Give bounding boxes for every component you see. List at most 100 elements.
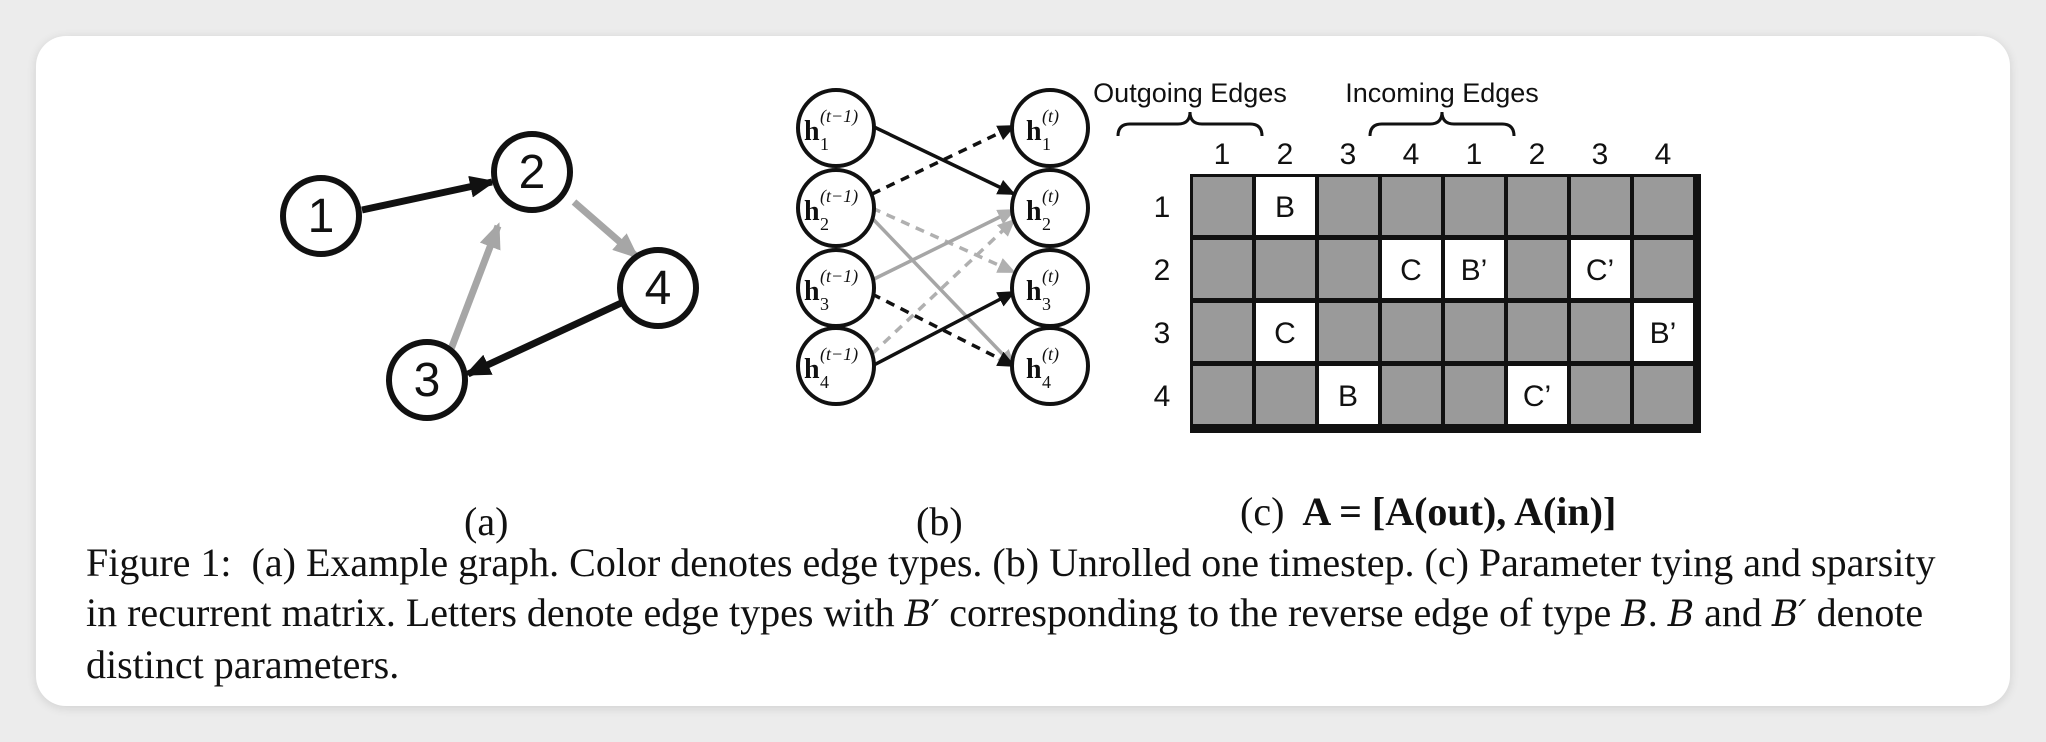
b-edge-3-2: [871, 208, 1016, 282]
svg-text:(t−1): (t−1): [820, 106, 858, 127]
svg-text:h: h: [804, 276, 820, 307]
node-1: 1: [280, 175, 362, 257]
svg-text:2: 2: [519, 146, 546, 199]
caption-figure-label: Figure 1:: [86, 540, 232, 585]
panel-a-graph: 1 2 3 4: [280, 131, 699, 421]
b-edge-3-4: [871, 292, 1016, 368]
matrix-cell: [1634, 366, 1693, 424]
node-h4-prev: h 4 (t−1): [796, 326, 876, 406]
svg-text:(t−1): (t−1): [820, 266, 858, 287]
caption-sym-bprime-2: B′: [1771, 594, 1807, 635]
svg-text:(t−1): (t−1): [820, 344, 858, 365]
svg-text:1: 1: [1042, 134, 1051, 154]
matrix-cell: [1382, 303, 1441, 361]
svg-text:(t): (t): [1042, 344, 1059, 365]
svg-text:2: 2: [820, 214, 829, 234]
matrix-cell-label: B: [1275, 191, 1295, 224]
node-h1-curr: h 1 (t): [1010, 88, 1090, 168]
edge-2-to-4: [571, 199, 640, 259]
panel-c-formula: A = [A(out), A(in)]: [1302, 489, 1617, 534]
matrix-cell: [1382, 366, 1441, 424]
matrix-cell: [1508, 177, 1567, 235]
caption-sym-b-1: B: [1621, 594, 1648, 635]
matrix-cell: [1508, 240, 1567, 298]
matrix-cell: [1319, 240, 1378, 298]
caption-text: Figure 1: (a) Example graph. Color denot…: [86, 538, 1966, 690]
caption-part3: .: [1647, 590, 1658, 635]
matrix-cell: [1382, 177, 1441, 235]
matrix-cell: [1571, 366, 1630, 424]
node-h2-curr: h 2 (t): [1010, 168, 1090, 248]
caption-part4: and: [1704, 590, 1762, 635]
matrix-cell: [1445, 240, 1504, 298]
matrix-cell: [1319, 366, 1378, 424]
svg-text:3: 3: [414, 354, 441, 407]
matrix-cell: [1634, 240, 1693, 298]
svg-text:2: 2: [1042, 214, 1051, 234]
svg-text:h: h: [1026, 116, 1042, 147]
matrix-cell: [1508, 366, 1567, 424]
svg-text:4: 4: [820, 372, 829, 392]
panel-c-label-prefix: (c): [1240, 489, 1285, 534]
column-label: 3: [1340, 138, 1357, 171]
panel-a-label: (a): [464, 499, 509, 544]
node-h4-curr: h 4 (t): [1010, 326, 1090, 406]
edge-1-to-2: [361, 175, 496, 214]
panel-c-label: (c) A = [A(out), A(in)]: [1240, 488, 1616, 535]
b-edge-1-2: [871, 124, 1016, 196]
column-label: 2: [1277, 138, 1294, 171]
matrix-cell: [1319, 177, 1378, 235]
node-2: 2: [491, 131, 573, 213]
column-label: 4: [1403, 138, 1420, 171]
node-h3-prev: h 3 (t−1): [796, 248, 876, 328]
caption-sym-bprime-1: B′: [904, 594, 940, 635]
node-h2-prev: h 2 (t−1): [796, 168, 876, 248]
svg-text:(t): (t): [1042, 186, 1059, 207]
matrix-cell: [1571, 303, 1630, 361]
svg-text:1: 1: [308, 190, 335, 243]
column-label: 3: [1592, 138, 1609, 171]
row-label: 4: [1154, 380, 1171, 413]
node-4: 4: [617, 247, 699, 329]
node-h1-prev: h 1 (t−1): [796, 88, 876, 168]
matrix-cell: [1382, 240, 1441, 298]
figure-canvas: 1 2 3 4: [280, 78, 1701, 433]
matrix-cell-label: B: [1338, 380, 1358, 413]
figure-card: 1 2 3 4: [36, 36, 2010, 706]
matrix-cell: [1193, 366, 1252, 424]
matrix-cell: [1256, 240, 1315, 298]
b-edge-2-3: [871, 206, 1016, 274]
row-label: 1: [1154, 191, 1171, 224]
matrix-cell: [1571, 240, 1630, 298]
svg-text:3: 3: [820, 294, 829, 314]
column-label: 1: [1466, 138, 1483, 171]
caption-part1: (a) Example graph. Color denotes edge ty…: [86, 540, 1936, 635]
b-edge-2-1: [871, 124, 1016, 196]
svg-text:4: 4: [645, 262, 672, 315]
svg-text:3: 3: [1042, 294, 1051, 314]
svg-text:(t): (t): [1042, 106, 1059, 127]
edge-4-to-3: [464, 294, 634, 378]
svg-text:1: 1: [820, 134, 829, 154]
matrix-cell: [1319, 303, 1378, 361]
b-edge-2-4: [870, 216, 1016, 368]
matrix-cell: [1256, 303, 1315, 361]
node-3: 3: [386, 339, 468, 421]
brace-outgoing: [1116, 111, 1264, 137]
svg-text:(t−1): (t−1): [820, 186, 858, 207]
caption-sym-b-2: B: [1667, 594, 1695, 635]
caption-part2: corresponding to the reverse edge of typ…: [949, 590, 1612, 635]
matrix-cell: [1193, 177, 1252, 235]
matrix-cell: [1193, 240, 1252, 298]
svg-text:h: h: [1026, 196, 1042, 227]
brace-incoming: [1368, 111, 1516, 137]
b-edge-4-3: [871, 290, 1016, 368]
matrix-cell: [1445, 303, 1504, 361]
matrix-cell: [1508, 303, 1567, 361]
matrix-cell: [1256, 366, 1315, 424]
b-edge-4-2: [870, 218, 1016, 356]
svg-text:h: h: [804, 116, 820, 147]
